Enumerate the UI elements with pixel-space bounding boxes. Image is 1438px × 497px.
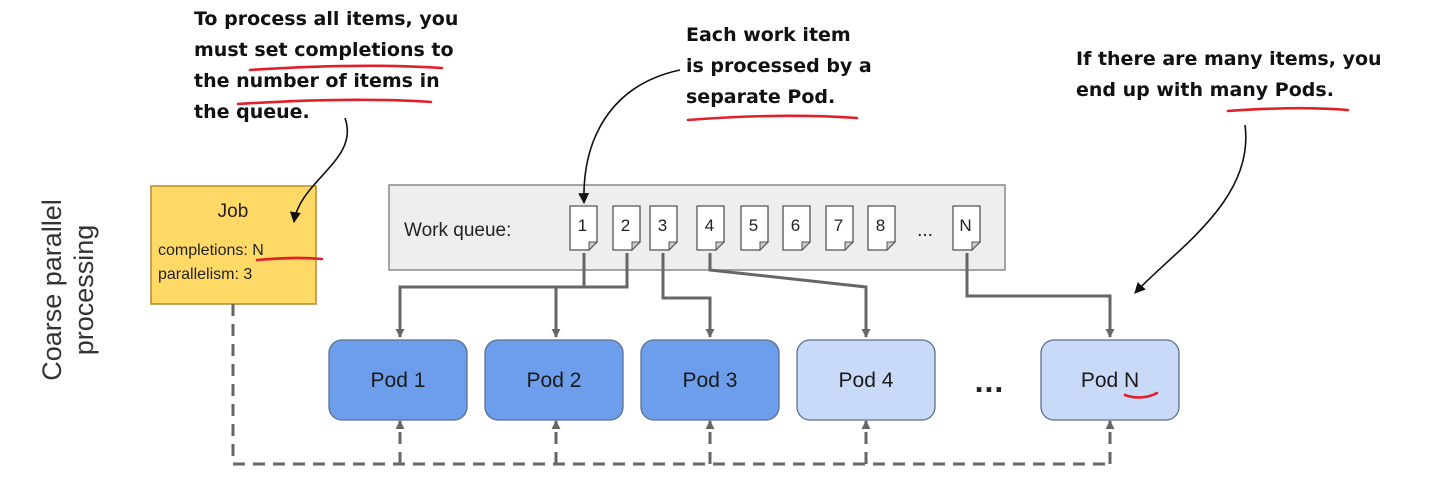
arrow-to-completions <box>289 117 348 224</box>
annotation-separate-pod: Each work item is processed by a separat… <box>686 20 872 113</box>
job-parallelism: parallelism: 3 <box>158 266 252 283</box>
work-item-fold <box>971 241 982 252</box>
pod-box <box>640 339 780 421</box>
pod-label: Pod 4 <box>839 369 894 392</box>
connector-item-4-pod-4 <box>708 253 871 338</box>
job-box-rect <box>150 185 317 305</box>
pod-1: Pod 1 <box>328 339 468 421</box>
annotation-line: If there are many items, you <box>1076 48 1382 70</box>
work-item-fold <box>759 241 770 252</box>
work-item: N <box>952 205 982 252</box>
work-item-label: 1 <box>578 216 587 235</box>
pod-box <box>1040 339 1180 421</box>
work-item-label: 7 <box>834 216 843 235</box>
annotation-arrows <box>289 69 1247 294</box>
work-item: 5 <box>740 205 770 252</box>
pod-label: Pod 1 <box>371 369 426 392</box>
work-queue: Work queue: 1 2 3 4 5 6 7 8 ... N <box>388 184 1006 271</box>
job-box: Job completions: N parallelism: 3 <box>150 185 317 305</box>
underline-completions-n <box>255 256 324 262</box>
queue-to-pod-connectors <box>395 253 1115 338</box>
pod-2: Pod 2 <box>484 339 624 421</box>
pod-box <box>484 339 624 421</box>
work-item-fold <box>715 241 726 252</box>
pod-3: Pod 3 <box>640 339 780 421</box>
work-item-fold <box>631 241 642 252</box>
job-title: Job <box>218 201 249 222</box>
pod-label: Pod N <box>1081 369 1139 392</box>
annotation-line: is processed by a <box>686 55 872 77</box>
work-item: 7 <box>825 205 855 252</box>
work-item-fold <box>801 241 812 252</box>
underline-set-completions <box>248 64 444 72</box>
work-item-label: 5 <box>749 216 758 235</box>
work-item-label: N <box>959 216 971 235</box>
job-control-dashed-lines <box>231 304 1115 466</box>
work-item-fold <box>668 241 679 252</box>
annotation-line: separate Pod. <box>686 86 836 108</box>
underline-pod-n <box>1123 391 1159 399</box>
annotation-completions: To process all items, you must set compl… <box>194 4 458 128</box>
annotation-line: the number of items in <box>194 70 440 92</box>
connector-item-n-pod-n <box>965 253 1115 338</box>
work-queue-label: Work queue: <box>404 220 511 241</box>
work-item: 1 <box>569 205 599 252</box>
work-item-label: 4 <box>705 216 714 235</box>
underline-separate-pod <box>686 114 859 122</box>
work-item: 2 <box>612 205 642 252</box>
arrow-to-pod-n <box>1134 124 1247 294</box>
job-completions: completions: N <box>158 242 264 259</box>
underline-number-of-items <box>236 98 433 106</box>
connector-item-3-pod-3 <box>661 253 715 338</box>
annotation-many-pods: If there are many items, you end up with… <box>1076 44 1382 106</box>
pod-label: Pod 3 <box>683 369 738 392</box>
connector-item-1-pod-1 <box>395 253 586 338</box>
pods-ellipsis: ... <box>974 369 1004 399</box>
work-item-label: 8 <box>876 216 885 235</box>
annotation-line: To process all items, you <box>194 8 459 30</box>
work-item-fold <box>844 241 855 252</box>
work-item-label: 2 <box>621 216 630 235</box>
annotation-line: end up with many Pods. <box>1076 79 1334 101</box>
pod-4: Pod 4 <box>796 339 936 421</box>
annotation-line: the queue. <box>194 101 310 123</box>
pods: Pod 1 Pod 2 Pod 3 Pod 4 Pod N <box>328 339 1180 421</box>
work-item-label: 6 <box>791 216 800 235</box>
arrow-to-work-item <box>578 69 681 205</box>
pod-5: Pod N <box>1040 339 1180 421</box>
work-item-label: 3 <box>658 216 667 235</box>
work-queue-ellipsis: ... <box>917 220 933 241</box>
dashed-bus <box>231 304 1110 466</box>
red-underlines <box>236 64 1350 399</box>
work-item: 3 <box>649 205 679 252</box>
pod-label: Pod 2 <box>527 369 582 392</box>
work-item-fold <box>886 241 897 252</box>
underline-many-pods <box>1226 106 1350 113</box>
work-item-fold <box>588 241 599 252</box>
work-queue-items: 1 2 3 4 5 6 7 8 <box>569 205 897 252</box>
pod-box <box>328 339 468 421</box>
pod-box <box>796 339 936 421</box>
annotation-line: must set completions to <box>194 39 454 61</box>
annotation-line: Each work item <box>686 24 851 46</box>
work-item: 6 <box>782 205 812 252</box>
work-item: 8 <box>867 205 897 252</box>
connector-item-2-pod-2 <box>551 253 629 338</box>
work-item: 4 <box>696 205 726 252</box>
work-queue-last-item: N <box>952 205 982 252</box>
